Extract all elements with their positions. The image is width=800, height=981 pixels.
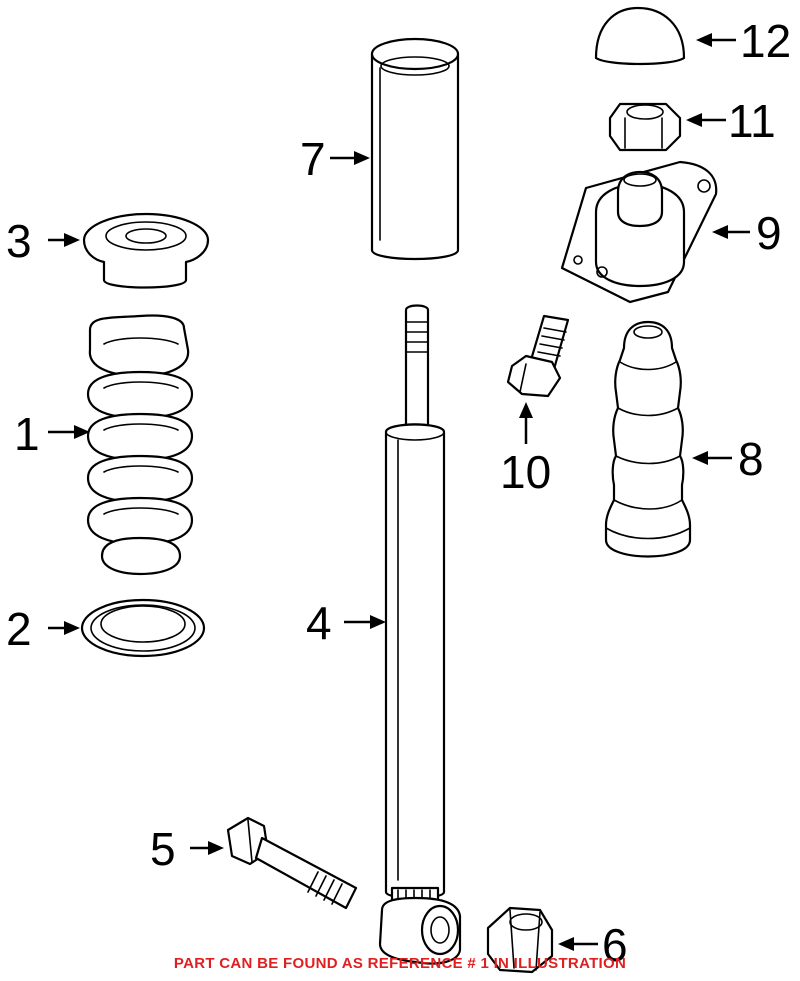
callout-8: 8 xyxy=(738,433,764,485)
callout-5: 5 xyxy=(150,823,176,875)
part-4-shock-absorber[interactable] xyxy=(378,304,462,965)
part-8-bump-stop[interactable] xyxy=(604,320,692,558)
part-1-coil-spring[interactable] xyxy=(86,314,194,576)
part-3-upper-spring-seat[interactable] xyxy=(82,212,210,289)
callout-10: 10 xyxy=(500,446,551,498)
callout-11: 11 xyxy=(728,95,776,147)
callout-7: 7 xyxy=(300,133,326,185)
reference-notice: PART CAN BE FOUND AS REFERENCE # 1 IN IL… xyxy=(173,955,627,972)
part-5-lower-bolt[interactable] xyxy=(226,816,358,910)
part-9-strut-mount[interactable] xyxy=(560,160,718,304)
part-12-dust-cap[interactable] xyxy=(594,6,686,66)
callout-12: 12 xyxy=(740,15,791,67)
callout-3: 3 xyxy=(6,215,32,267)
part-11-nut[interactable] xyxy=(608,102,682,152)
part-2-lower-spring-pad[interactable] xyxy=(80,598,206,658)
part-7-protective-boot[interactable] xyxy=(370,37,460,261)
callout-4: 4 xyxy=(306,597,332,649)
callout-arrows xyxy=(48,33,750,951)
callout-2: 2 xyxy=(6,603,32,655)
callout-9: 9 xyxy=(756,207,782,259)
callout-1: 1 xyxy=(14,408,40,460)
callout-6: 6 xyxy=(602,919,628,971)
part-6-lower-nut[interactable] xyxy=(486,906,554,974)
part-10-bolt[interactable] xyxy=(506,314,570,398)
